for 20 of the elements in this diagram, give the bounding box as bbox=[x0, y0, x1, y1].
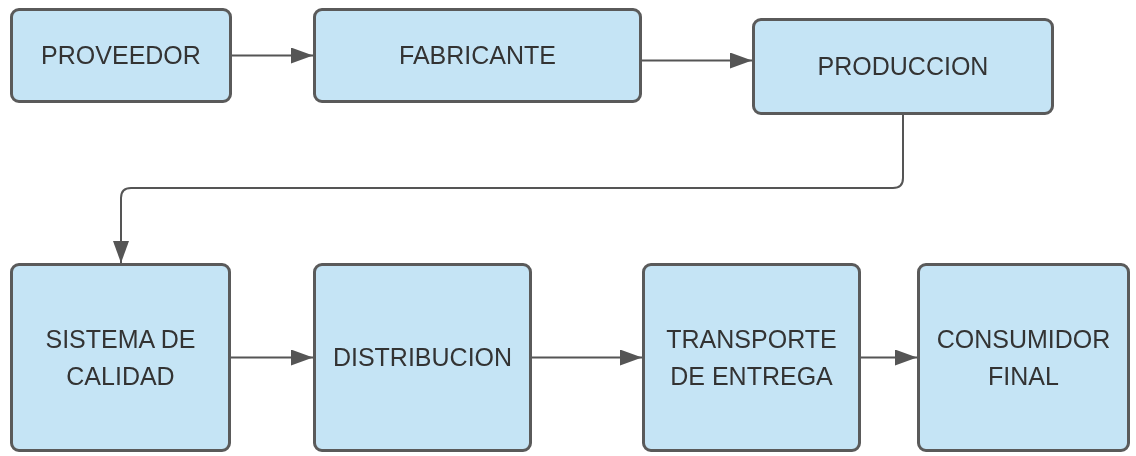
node-label: SISTEMA DE CALIDAD bbox=[44, 324, 197, 392]
node-label: CONSUMIDOR FINAL bbox=[935, 324, 1112, 392]
arrow bbox=[531, 349, 643, 366]
node-label: PRODUCCION bbox=[816, 51, 990, 83]
process-box bbox=[917, 263, 1130, 452]
process-box bbox=[10, 263, 231, 452]
process-box bbox=[313, 8, 642, 103]
node-label: DISTRIBUCION bbox=[331, 342, 514, 374]
process-box bbox=[10, 8, 232, 103]
arrow bbox=[860, 349, 918, 366]
process-box bbox=[642, 263, 861, 452]
arrow bbox=[231, 47, 314, 64]
arrow bbox=[641, 52, 753, 69]
arrow bbox=[113, 114, 904, 264]
process-box bbox=[752, 18, 1054, 115]
process-box bbox=[313, 263, 532, 452]
node-label: TRANSPORTE DE ENTREGA bbox=[665, 324, 838, 392]
node-label: FABRICANTE bbox=[398, 40, 557, 72]
arrow bbox=[230, 349, 314, 366]
node-label: PROVEEDOR bbox=[40, 40, 202, 72]
